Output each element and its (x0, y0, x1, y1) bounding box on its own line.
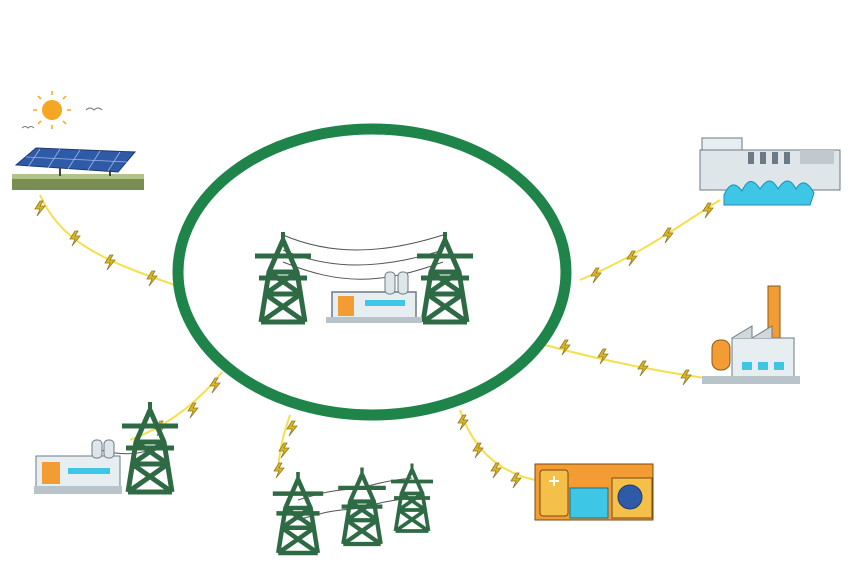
substation-icon (34, 402, 178, 494)
link-hydro (579, 199, 721, 281)
factory-icon (702, 285, 800, 384)
link-transmission (277, 414, 291, 471)
battery-storage-icon (534, 463, 654, 521)
links (39, 194, 721, 481)
link-factory (544, 344, 706, 379)
central-substation-icon (255, 232, 473, 323)
transmission-lines-icon (273, 461, 435, 554)
solar-farm-icon (12, 91, 144, 190)
hydro-dam-icon (699, 137, 841, 206)
hub-ring (172, 123, 572, 421)
